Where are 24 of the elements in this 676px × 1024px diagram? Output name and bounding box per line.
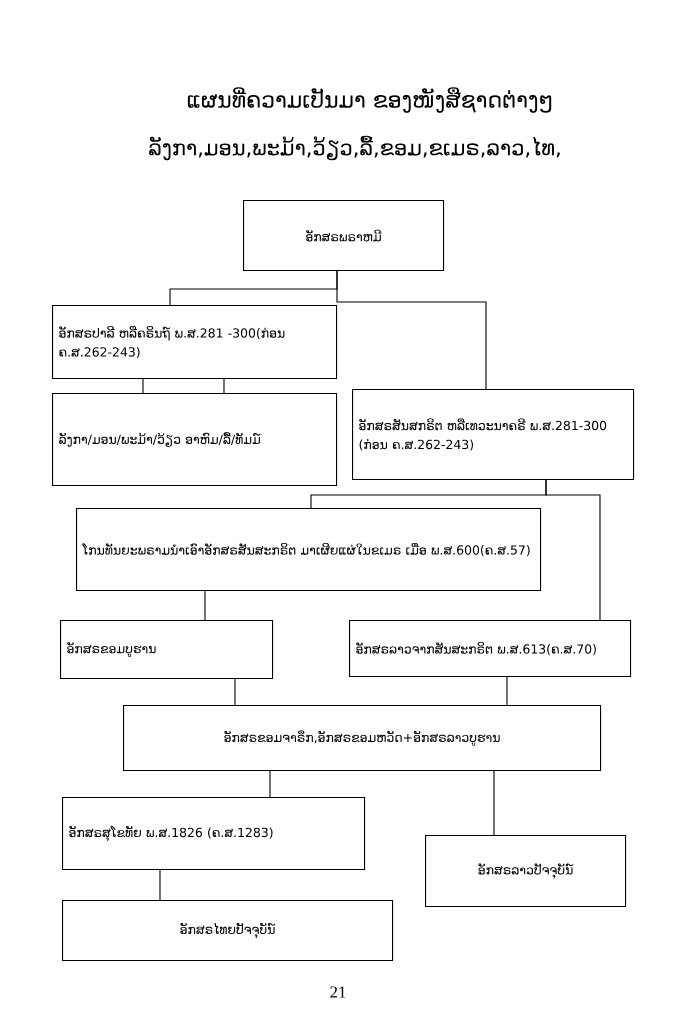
connector-line: [506, 676, 508, 706]
flowchart-box: ອັກສຣສຸໂຂທັຍ ພ.ສ.1826 (ຄ.ສ.1283): [62, 797, 366, 871]
connector-line: [336, 270, 487, 390]
flowchart-box: ອັກສຣຂອມບູຮານ: [60, 620, 274, 680]
flowchart-box: ໂກນທັນຍະພຣາມນຳເອົາອັກສຣສັນສະກຣິຕ ມາເຜີຍແຜ່ໃນຂເມຣ ເມື່ອ ພ.ສ.600(ຄ.ສ.57): [76, 508, 542, 592]
flowchart-box: ອັກສຣລາວຈາກສັນສະກຣິຕ ພ.ສ.613(ຄ.ສ.70): [349, 620, 632, 678]
flowchart-box: ອັກສຣໄທຍປັຈຈຸບັນ໌: [62, 900, 394, 962]
connector-line: [223, 378, 225, 394]
connector-line: [159, 869, 161, 901]
flowchart-box: ອັກສຣລາວປັຈຈຸບັນ໌: [425, 835, 627, 908]
connector-line: [269, 770, 271, 798]
connector-line: [204, 590, 206, 621]
flowchart-box: ອັກສຣປາລີ ຫລືຄຣິນຖ໌ ພ.ສ.281 -300(ກ່ອນ ຄ.ສ.262-243): [52, 305, 338, 380]
connector-line: [493, 770, 495, 836]
flowchart-box: ອັກສຣພຣາຫມີ: [243, 200, 445, 272]
title: ແຜນທີ່ຄວາມເປັນມາ ຂອງໜັງສືຊາດຕ່າງໆ: [187, 87, 552, 113]
flowchart-box: ລັງກາ/ມອນ/ພະມ້າ/ວ້ຽວ ອາຫົມ/ລື້/ທັມມ໌: [52, 393, 338, 487]
connector-line: [234, 678, 236, 706]
flowchart-box: ອັກສຣສັນສກຣິຕ ຫລືເທວະນາຄຣີ ພ.ສ.281-300 (ກ່ອນ ຄ.ສ.262-243): [352, 389, 635, 481]
subtitle: ລັງກາ,ມອນ,ພະມ້າ,ວ້ຽວ,ລື້,ຂອມ,ຂເມຣ,ລາວ,ໄທ,: [149, 135, 560, 161]
connector-line: [545, 479, 601, 621]
page-number: 21: [330, 986, 346, 998]
flowchart-box: ອັກສຣຂອມຈາຣຶກ,ອັກສຣຂອມຫວັດ+ອັກສຣລາວບູຮານ: [123, 705, 602, 772]
connector-line: [142, 378, 144, 394]
